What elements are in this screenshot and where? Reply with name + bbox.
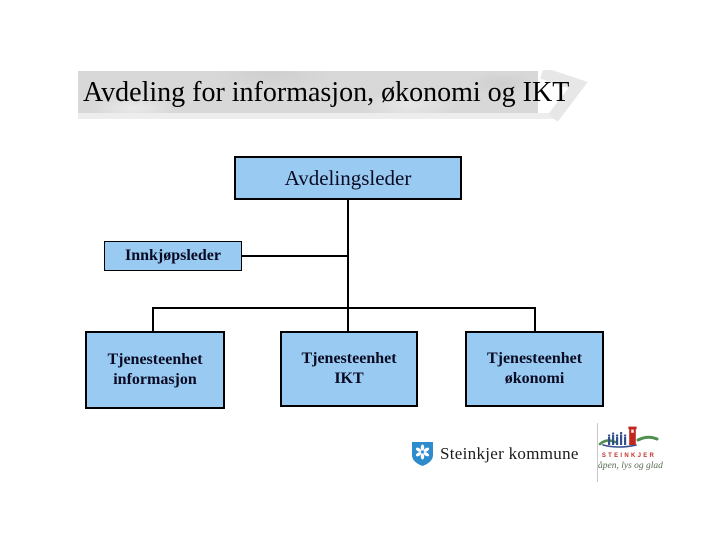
org-box-avdelingsleder: Avdelingsleder <box>234 156 462 200</box>
connector-stub-left <box>152 307 154 331</box>
connector-staff-horizontal <box>242 255 348 257</box>
org-box-label-line1: Tjenesteenhet <box>301 350 397 367</box>
watermark-chevron-shape <box>540 70 588 122</box>
org-box-label: Innkjøpsleder <box>124 247 222 264</box>
connector-root-vertical <box>347 200 349 308</box>
footer-divider <box>597 423 598 482</box>
city-logo-title: STEINKJER <box>601 453 657 459</box>
org-box-label-line2: økonomi <box>504 370 565 387</box>
connector-main-horizontal <box>152 307 536 309</box>
org-box-label-line1: Tjenesteenhet <box>107 351 203 368</box>
connector-stub-right <box>534 307 536 331</box>
org-box-label-line1: Tjenesteenhet <box>486 350 583 367</box>
title-watermark-strip <box>78 113 560 119</box>
title-watermark-band <box>78 71 538 113</box>
steinkjer-city-logo: STEINKJER åpen, lys og glad <box>598 424 663 482</box>
connector-stub-middle <box>347 307 349 331</box>
org-box-tjenesteenhet-informasjon: Tjenesteenhet informasjon <box>85 331 225 409</box>
steinkjer-shield-icon <box>412 442 433 466</box>
org-box-tjenesteenhet-okonomi: Tjenesteenhet økonomi <box>465 331 604 407</box>
city-logo-slogan: åpen, lys og glad <box>598 461 663 471</box>
org-box-label-line2: IKT <box>334 370 364 387</box>
kommune-wordmark: Steinkjer kommune <box>440 444 579 463</box>
org-box-innkjopsleder: Innkjøpsleder <box>104 241 242 271</box>
org-box-label-line2: informasjon <box>113 371 197 388</box>
page-title: Avdeling for informasjon, økonomi og IKT <box>83 77 570 108</box>
org-box-label: Avdelingsleder <box>284 165 412 190</box>
city-skyline-icon <box>598 426 659 448</box>
org-box-tjenesteenhet-ikt: Tjenesteenhet IKT <box>280 331 418 407</box>
